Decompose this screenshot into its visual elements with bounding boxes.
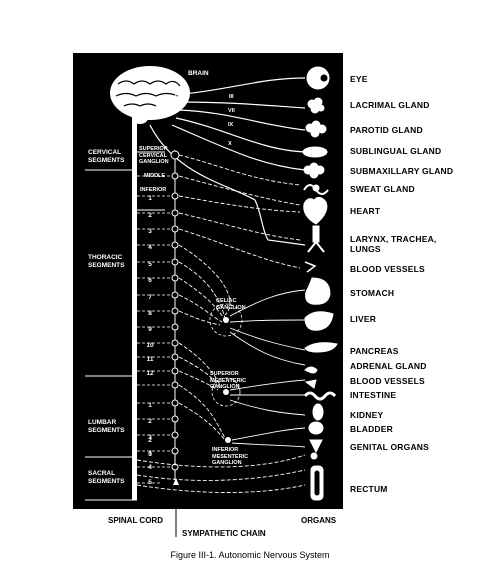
- thoracic-6: 6: [148, 277, 152, 284]
- organ-label-parotid-gland: PAROTID GLAND: [350, 125, 423, 135]
- thoracic-9: 9: [148, 326, 152, 333]
- organ-label-lacrimal-gland: LACRIMAL GLAND: [350, 100, 430, 110]
- figure-caption: Figure III-1. Autonomic Nervous System: [170, 550, 330, 560]
- heart-icon: [303, 196, 328, 225]
- lumbar-1: 1: [148, 402, 152, 409]
- organ-label-eye: EYE: [350, 74, 368, 84]
- brain: [110, 66, 190, 146]
- submaxillary-gland-icon: [303, 162, 325, 179]
- cranial-nerve-iii: III: [229, 94, 234, 100]
- blood-vessels-2-icon: [304, 379, 317, 389]
- segment-numbers: 1 2 3 4 5 6 7 8 9 10 11 12 1 2 3 4 2 3 4…: [146, 195, 154, 486]
- cranial-nerve-x: X: [228, 141, 232, 147]
- cranial-numerals: III VII IX X: [228, 94, 235, 147]
- spinal-roots: [137, 175, 172, 484]
- organ-label-sublingual-gland: SUBLINGUAL GLAND: [350, 146, 442, 156]
- lacrimal-gland-icon: [307, 97, 325, 114]
- organ-label-rectum: RECTUM: [350, 484, 388, 494]
- cranial-nerve-vii: VII: [228, 108, 235, 114]
- lumbar-2: 2: [148, 418, 152, 425]
- thoracic-1: 1: [148, 195, 152, 202]
- organ-nerves: [136, 154, 306, 493]
- thoracic-12: 12: [146, 370, 154, 377]
- sublingual-gland-icon: [302, 146, 328, 158]
- organ-label-liver: LIVER: [350, 314, 377, 324]
- stomach-icon: [305, 277, 331, 305]
- cranial-nerves: [149, 77, 306, 246]
- sympathetic-chain-label: SYMPATHETIC CHAIN: [182, 529, 266, 538]
- cranial-nerve-ix: IX: [228, 122, 234, 128]
- spinal-cord-label: SPINAL CORD: [108, 516, 163, 525]
- organ-label-kidney: KIDNEY: [350, 410, 384, 420]
- segment-dividers: [85, 151, 165, 501]
- pancreas-icon: [304, 342, 338, 353]
- liver-icon: [304, 311, 334, 331]
- spinal-cord: [132, 145, 137, 500]
- genital-organs-icon: [309, 439, 323, 460]
- eye-icon: [306, 66, 330, 90]
- blood-vessels-icon: [304, 261, 317, 273]
- organ-label-intestine: INTESTINE: [350, 390, 397, 400]
- thoracic-7: 7: [148, 294, 152, 301]
- thoracic-5: 5: [148, 261, 152, 268]
- sacral-2: 2: [148, 437, 152, 444]
- kidney-icon: [312, 403, 324, 421]
- organ-label-bladder: BLADDER: [350, 424, 393, 434]
- organ-label-blood-vessels: BLOOD VESSELS: [350, 264, 425, 274]
- thoracic-11: 11: [147, 356, 154, 363]
- organ-label-heart: HEART: [350, 206, 381, 216]
- organ-label-larynx-trachea: LARYNX, TRACHEA,: [350, 234, 437, 244]
- inferior-ganglion-label: INFERIOR: [140, 187, 167, 193]
- sweat-gland-icon: [303, 184, 329, 195]
- intestine-icon: [303, 391, 337, 401]
- sacral-5: 5: [148, 479, 152, 486]
- organ-label-sweat-gland: SWEAT GLAND: [350, 184, 415, 194]
- rectum-icon: [310, 465, 324, 501]
- lumbar-3: 3: [148, 434, 152, 441]
- organ-icons: [302, 66, 338, 501]
- thoracic-10: 10: [146, 342, 154, 349]
- sympathetic-chain: [170, 150, 180, 520]
- thoracic-2: 2: [148, 212, 152, 219]
- organs-label: ORGANS: [301, 516, 337, 525]
- thoracic-3: 3: [148, 228, 152, 235]
- lumbar-4: 4: [148, 450, 152, 457]
- sacral-4: 4: [148, 464, 152, 471]
- thoracic-4: 4: [148, 244, 152, 251]
- organ-label-stomach: STOMACH: [350, 288, 395, 298]
- organ-label-blood-vessels-2: BLOOD VESSELS: [350, 376, 425, 386]
- thoracic-8: 8: [148, 310, 152, 317]
- bladder-icon: [308, 421, 324, 435]
- organ-label-genital-organs: GENITAL ORGANS: [350, 442, 429, 452]
- sacral-3: 3: [148, 451, 152, 458]
- adrenal-gland-icon: [304, 366, 318, 374]
- middle-ganglion-label: MIDDLE: [144, 173, 166, 179]
- ganglia: [209, 303, 243, 407]
- brain-label: BRAIN: [188, 70, 209, 77]
- ganglion-dots: [223, 317, 231, 443]
- trachea-lungs-icon: [307, 225, 325, 253]
- organ-label-submaxillary-gland: SUBMAXILLARY GLAND: [350, 166, 454, 176]
- parotid-gland-icon: [305, 120, 327, 138]
- organ-label-lungs: LUNGS: [350, 244, 381, 254]
- organ-label-adrenal-gland: ADRENAL GLAND: [350, 361, 427, 371]
- organ-label-pancreas: PANCREAS: [350, 346, 399, 356]
